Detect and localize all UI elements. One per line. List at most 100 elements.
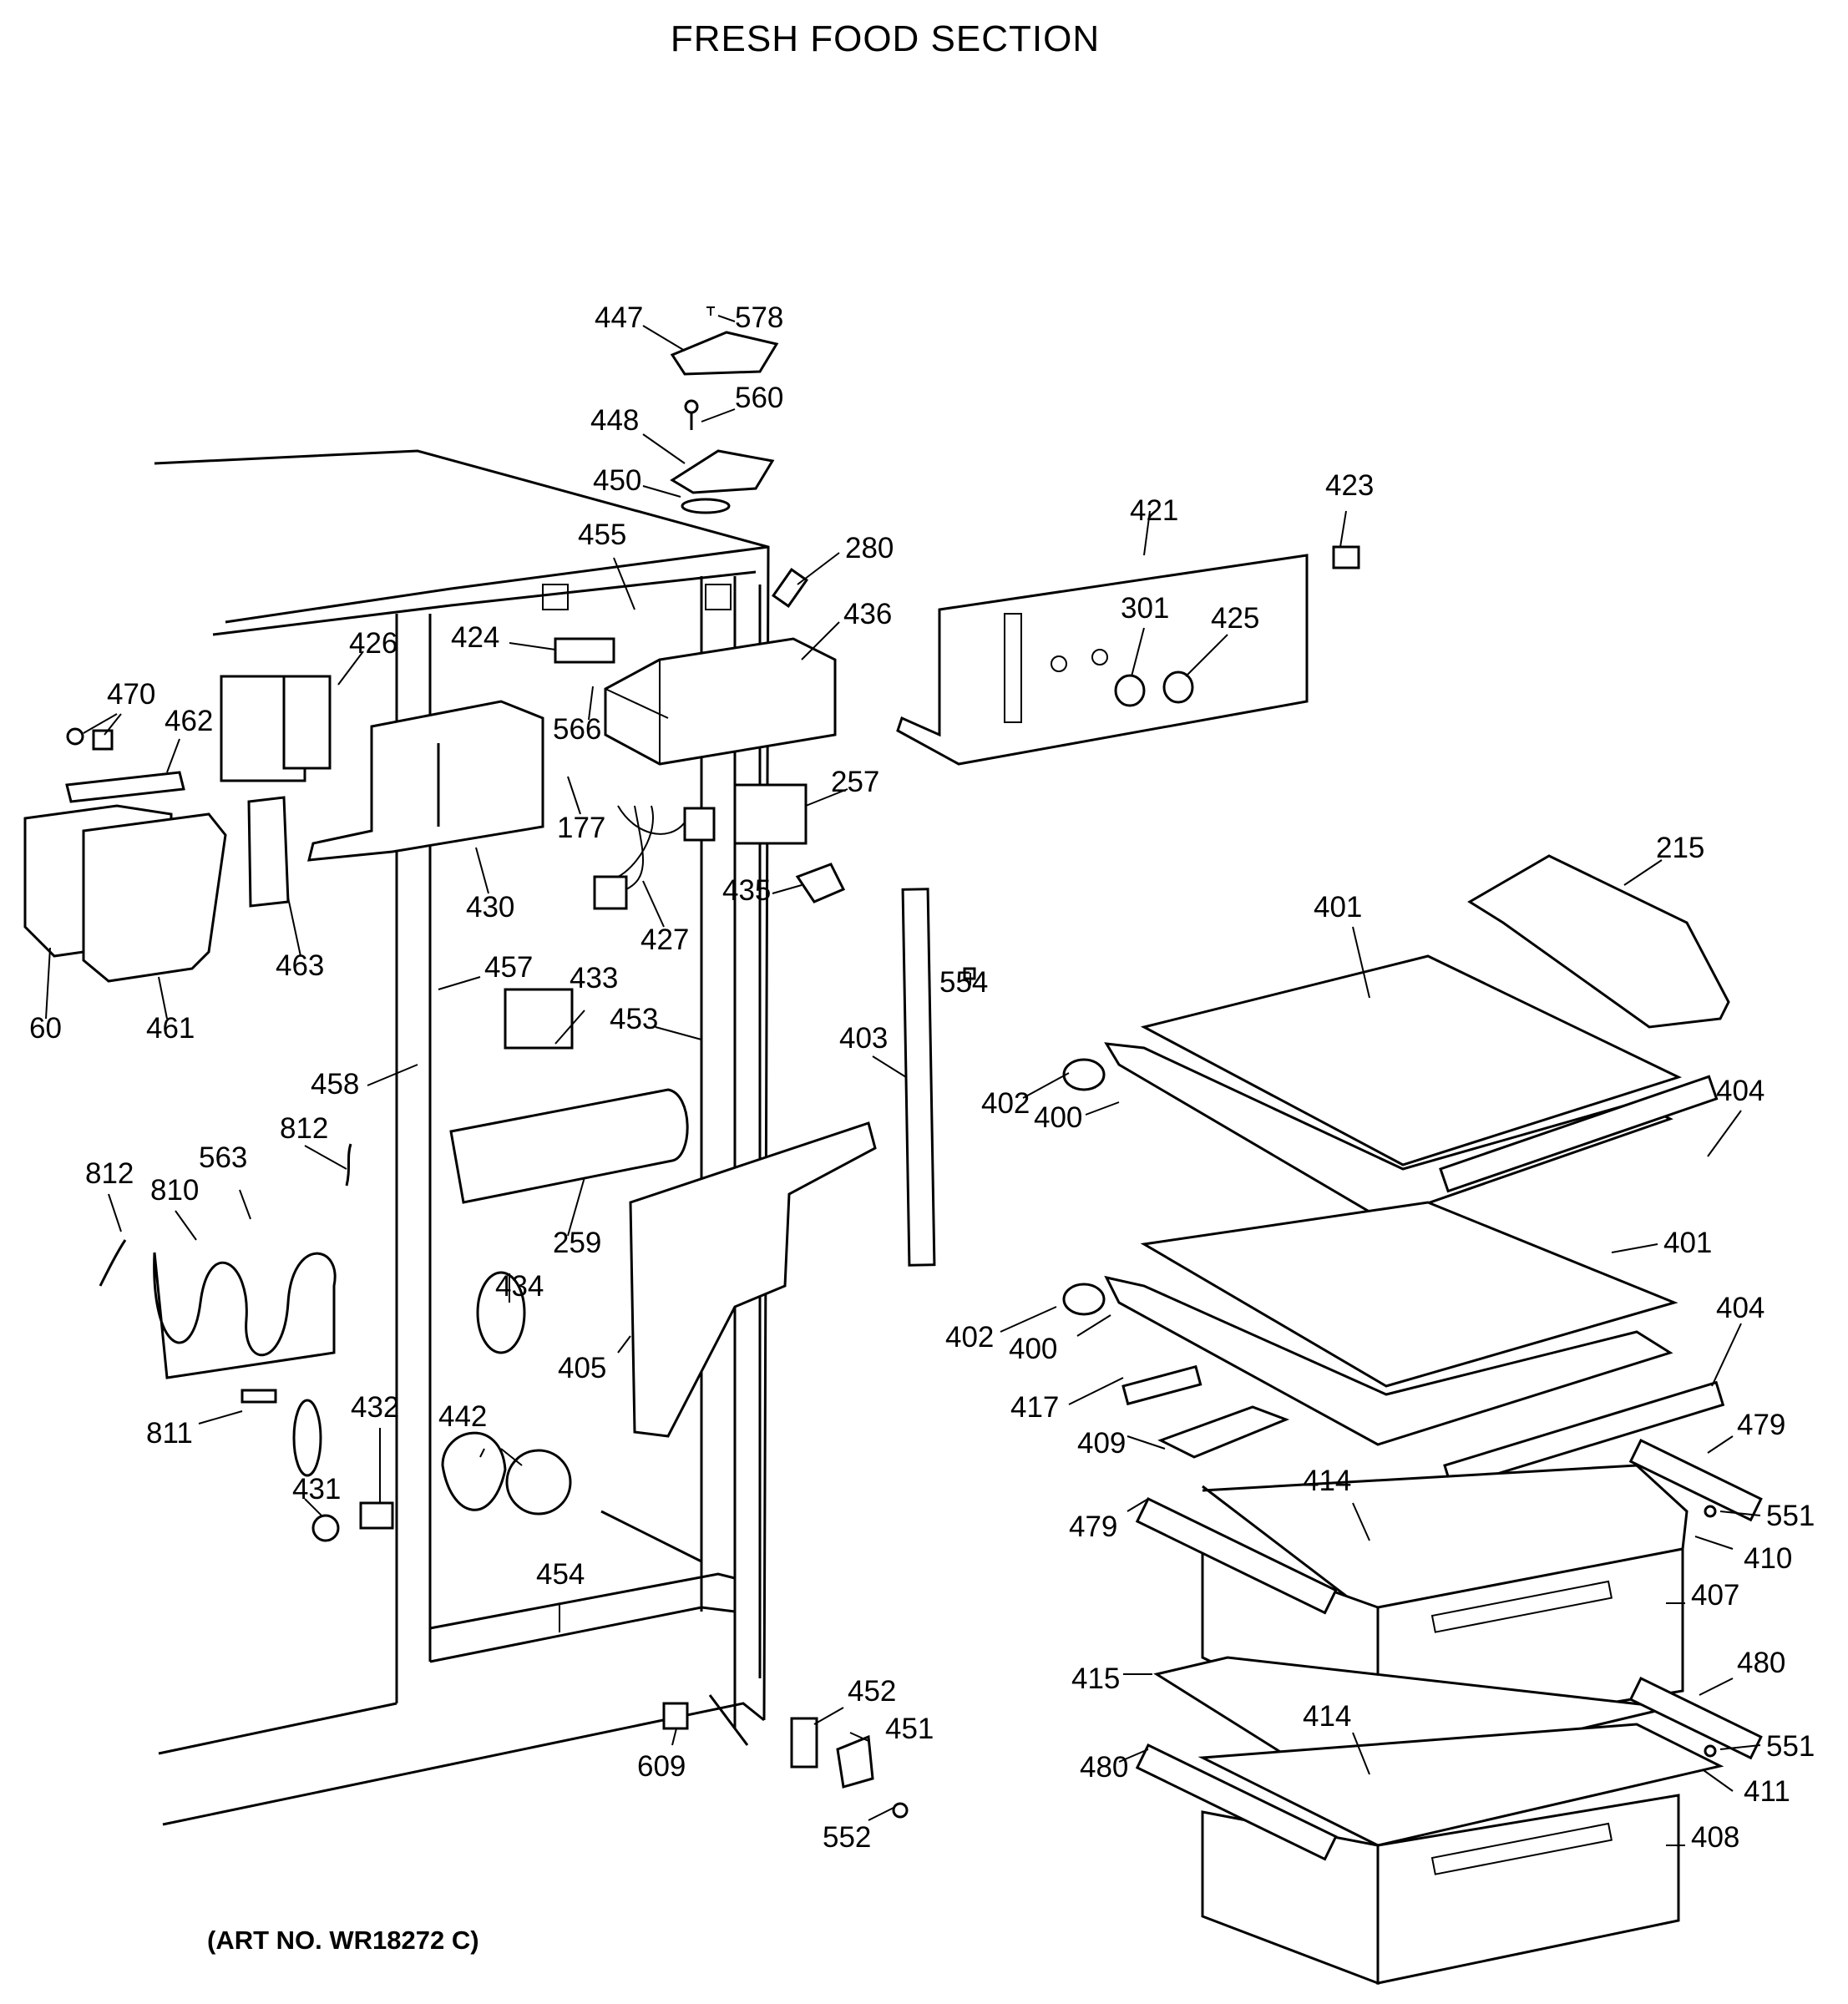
- label-404a: 404: [1716, 1075, 1764, 1107]
- fan-motor-part: [441, 1431, 507, 1511]
- socket-part: [359, 1501, 394, 1530]
- upper-shelf-part: [1062, 954, 1719, 1221]
- hinge-cover-part: [670, 306, 779, 376]
- label-609: 609: [637, 1750, 686, 1783]
- label-448: 448: [590, 404, 639, 437]
- switch-part: [554, 637, 615, 664]
- light-socket-part: [795, 863, 846, 903]
- label-447: 447: [595, 301, 643, 334]
- label-812a: 812: [280, 1112, 328, 1145]
- bushing-part: [311, 1514, 340, 1542]
- slide-screw-part: [1704, 1505, 1717, 1518]
- diagram-title: FRESH FOOD SECTION: [670, 18, 1101, 59]
- label-401: 401: [1314, 891, 1362, 924]
- mullion-part: [247, 796, 290, 908]
- label-463: 463: [276, 949, 324, 982]
- label-552: 552: [823, 1821, 871, 1854]
- screw-part: [66, 727, 84, 746]
- hinge-screw-part: [892, 1802, 909, 1819]
- label-430: 430: [466, 891, 514, 924]
- control-panel-part: [896, 554, 1309, 766]
- label-410: 410: [1744, 1542, 1792, 1575]
- top-hinge-part: [670, 449, 775, 514]
- label-409: 409: [1077, 1427, 1126, 1460]
- lower-crisper-part: [1135, 1656, 1763, 1986]
- hinge-plate-part: [790, 1717, 818, 1769]
- label-423: 423: [1325, 469, 1374, 502]
- damper-part: [220, 675, 332, 782]
- bottom-hinge-part: [836, 1734, 874, 1789]
- crisper-cover-support-part: [629, 1121, 877, 1438]
- label-451: 451: [885, 1713, 934, 1745]
- label-400b: 400: [1009, 1333, 1057, 1365]
- label-480a: 480: [1737, 1647, 1785, 1679]
- label-432: 432: [351, 1391, 399, 1424]
- spacer-part: [92, 729, 114, 751]
- label-457: 457: [484, 951, 533, 984]
- crisper-cover-front-part: [1121, 1364, 1202, 1406]
- label-810: 810: [150, 1174, 199, 1207]
- label-551b: 551: [1766, 1730, 1815, 1763]
- drain-heater-part: [153, 1252, 337, 1379]
- label-462: 462: [165, 705, 213, 737]
- wire-harness-part: [593, 805, 716, 910]
- label-401b: 401: [1663, 1227, 1712, 1259]
- label-411: 411: [1744, 1775, 1790, 1808]
- label-434: 434: [495, 1270, 544, 1303]
- label-426: 426: [349, 627, 397, 660]
- art-number: (ART NO. WR18272 C): [207, 1926, 479, 1955]
- control-knob-part-2: [1162, 671, 1194, 704]
- label-280: 280: [845, 532, 894, 564]
- label-301: 301: [1121, 592, 1169, 625]
- light-bulb-part: [1332, 545, 1360, 569]
- part-labels: 447 578 448 560 450 280 455 423 421 426 …: [29, 301, 1815, 1854]
- hinge-bolt-part: [684, 399, 699, 430]
- tube-part: [99, 1239, 127, 1287]
- defrost-timer-part: [733, 783, 808, 845]
- label-578: 578: [735, 301, 783, 334]
- heater-housing-part: [23, 771, 227, 983]
- label-417: 417: [1010, 1391, 1059, 1424]
- label-450: 450: [593, 464, 641, 497]
- control-knob-part: [1114, 674, 1146, 707]
- shelf-rail-part: [901, 888, 936, 1267]
- light-shield-part: [476, 1271, 526, 1354]
- label-551a: 551: [1766, 1500, 1815, 1532]
- label-560: 560: [735, 382, 783, 414]
- label-421: 421: [1130, 494, 1178, 527]
- fan-part: [504, 988, 574, 1050]
- label-402b: 402: [945, 1321, 994, 1354]
- label-454: 454: [536, 1558, 585, 1591]
- label-453: 453: [610, 1003, 658, 1035]
- label-461: 461: [146, 1012, 195, 1045]
- label-479a: 479: [1737, 1409, 1785, 1441]
- label-811: 811: [146, 1417, 193, 1450]
- roller-part: [662, 1702, 689, 1730]
- air-duct-cover-part: [449, 1088, 689, 1204]
- label-402a: 402: [981, 1087, 1030, 1120]
- label-215: 215: [1656, 832, 1704, 864]
- label-480b: 480: [1080, 1751, 1128, 1784]
- tube-part-2: [345, 1143, 352, 1187]
- label-479b: 479: [1069, 1511, 1117, 1543]
- label-563: 563: [199, 1141, 247, 1174]
- label-424: 424: [451, 621, 499, 654]
- label-405: 405: [558, 1352, 606, 1384]
- label-554: 554: [939, 966, 988, 999]
- label-452: 452: [848, 1675, 896, 1708]
- label-408: 408: [1691, 1821, 1739, 1854]
- duct-part: [307, 700, 544, 862]
- slide-screw-part-2: [1704, 1744, 1717, 1758]
- label-431: 431: [292, 1473, 341, 1506]
- label-415: 415: [1071, 1662, 1120, 1695]
- label-407: 407: [1691, 1579, 1739, 1612]
- label-259: 259: [553, 1227, 601, 1259]
- fan-blade-part: [505, 1449, 572, 1516]
- label-425: 425: [1211, 602, 1259, 635]
- label-458: 458: [311, 1068, 359, 1101]
- cabinet-frame: [154, 449, 770, 1826]
- lamp-part: [292, 1399, 322, 1477]
- label-812b: 812: [85, 1157, 134, 1190]
- label-455: 455: [578, 519, 626, 551]
